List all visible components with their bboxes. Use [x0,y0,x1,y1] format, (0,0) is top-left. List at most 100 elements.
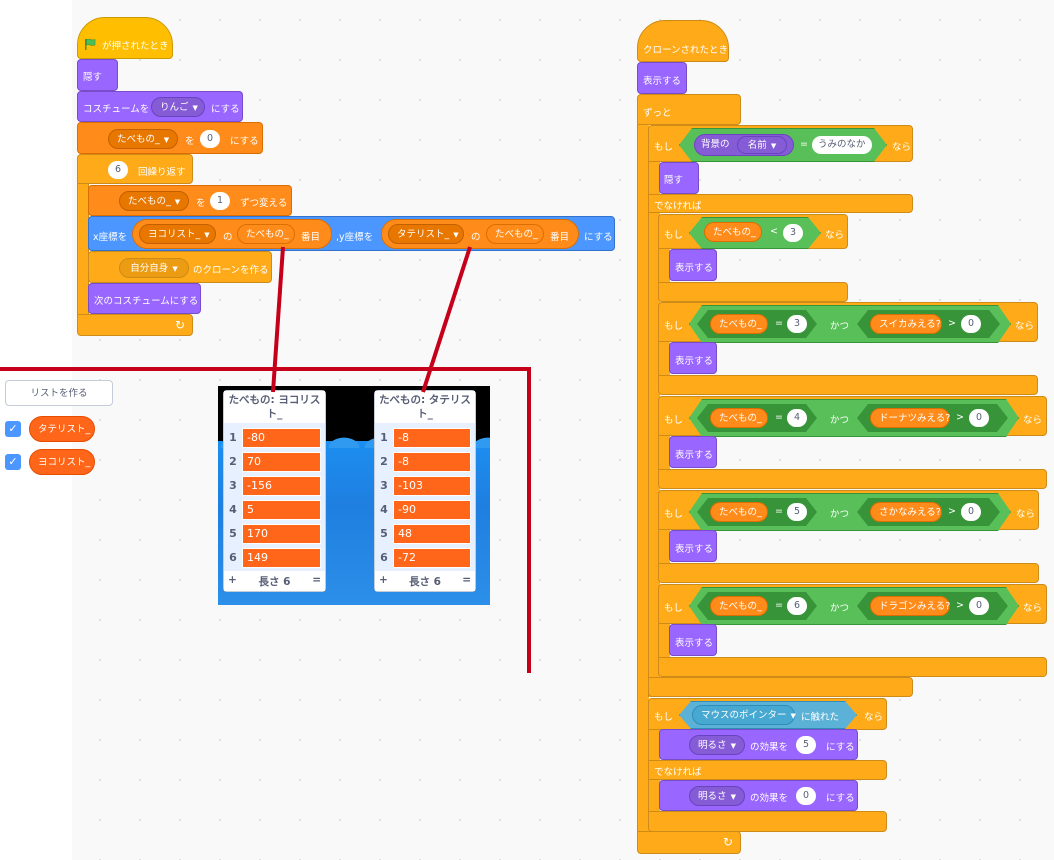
list-item[interactable]: 1-80 [224,426,325,450]
eq-operator[interactable]: たべもの_ = 3 [697,310,817,338]
list-item[interactable]: 3-156 [224,474,325,498]
if-backdrop-block[interactable]: もし 背景の 名前▼ = うみのなか なら [648,125,913,162]
eq-value[interactable]: 3 [787,315,807,333]
backdrop-attr-dropdown[interactable]: 名前▼ [737,136,787,154]
and-operator[interactable]: たべもの_ = 6 かつ ドラゴンみえる? > 0 [689,587,1019,625]
list-checkbox-yoko[interactable]: ✓ [5,454,21,470]
list-item[interactable]: 4-90 [375,498,475,522]
gt-value[interactable]: 0 [961,315,981,333]
list-item-value[interactable]: -80 [242,428,321,448]
hide-block-2[interactable]: 隠す [659,162,699,194]
list-item-value[interactable]: 5 [242,500,321,520]
resize-handle[interactable]: = [462,574,471,586]
sensor-reporter[interactable]: さかなみえる? [870,502,942,522]
forever-block[interactable]: ずっと [637,94,741,125]
gt-value[interactable]: 0 [961,503,981,521]
list-item-value[interactable]: -8 [393,428,471,448]
backdrop-reporter[interactable]: 背景の 名前▼ [694,134,794,156]
make-list-button[interactable]: リストを作る [5,380,113,406]
if-cond4-block[interactable]: もし たべもの_ = 5 かつ さかなみえる? > 0 なら [658,490,1039,530]
effect-dropdown[interactable]: 明るさ▼ [689,786,745,806]
list-item[interactable]: 1-8 [375,426,475,450]
var-reporter-x[interactable]: たべもの_ [237,224,295,244]
equals-operator[interactable]: 背景の 名前▼ = うみのなか [679,128,887,162]
lt-operator[interactable]: たべもの_ < 3 [689,217,821,249]
sensor-reporter[interactable]: ドラゴンみえる? [870,596,950,616]
eq-value[interactable]: 6 [787,597,807,615]
eq-value[interactable]: 5 [787,503,807,521]
show-block-3[interactable]: 表示する [669,436,717,468]
if-cond2-block[interactable]: もし たべもの_ = 3 かつ スイカみえる? > 0 なら [658,302,1038,342]
if-touching-block[interactable]: もし マウスのポインター▼ に触れた なら [648,698,887,730]
eq-operator[interactable]: たべもの_ = 5 [697,498,817,526]
var-reporter[interactable]: たべもの_ [704,222,762,242]
when-cloned-block[interactable]: クローンされたとき [637,20,729,62]
change-variable-block[interactable]: たべもの_▼ を 1 ずつ変える [88,185,292,216]
list-y-dropdown[interactable]: タテリスト_▼ [388,224,464,244]
switch-costume-block[interactable]: コスチュームを りんご▼ にする [77,91,243,122]
if-cond3-block[interactable]: もし たべもの_ = 4 かつ ドーナツみえる? > 0 なら [658,396,1047,436]
list-item-value[interactable]: 170 [242,524,321,544]
var-reporter[interactable]: たべもの_ [710,596,768,616]
eq-operator[interactable]: たべもの_ = 4 [697,404,817,432]
and-operator[interactable]: たべもの_ = 4 かつ ドーナツみえる? > 0 [689,399,1019,437]
and-operator[interactable]: たべもの_ = 5 かつ さかなみえる? > 0 [689,493,1011,531]
var-reporter[interactable]: たべもの_ [710,314,768,334]
when-flag-clicked-block[interactable]: が押されたとき [77,17,173,59]
gt-operator[interactable]: スイカみえる? > 0 [857,310,1000,338]
list-checkbox-tate[interactable]: ✓ [5,421,21,437]
list-item-value[interactable]: 149 [242,548,321,568]
list-item-value[interactable]: 70 [242,452,321,472]
effect-value[interactable]: 0 [796,787,816,805]
set-var-value[interactable]: 0 [200,130,220,148]
item-of-list-x[interactable]: ヨコリスト_▼ の たべもの_ 番目 [132,219,332,249]
touching-dropdown[interactable]: マウスのポインター▼ [692,705,795,725]
show-block[interactable]: 表示する [637,62,687,94]
list-item[interactable]: 2-8 [375,450,475,474]
clone-dropdown[interactable]: 自分自身▼ [119,258,189,278]
hide-block[interactable]: 隠す [77,59,118,91]
list-item-value[interactable]: -72 [393,548,471,568]
sensor-reporter[interactable]: ドーナツみえる? [870,408,950,428]
add-item-button[interactable]: + [228,574,237,586]
effect-value[interactable]: 5 [796,736,816,754]
show-block-4[interactable]: 表示する [669,530,717,562]
repeat-block[interactable]: 6 回繰り返す [77,154,193,184]
eq-value[interactable]: 4 [787,409,807,427]
list-item-value[interactable]: 48 [393,524,471,544]
next-costume-block[interactable]: 次のコスチュームにする [88,283,201,314]
list-item-value[interactable]: -103 [393,476,471,496]
eq-operator[interactable]: たべもの_ = 6 [697,592,817,620]
gt-value[interactable]: 0 [969,409,989,427]
list-item[interactable]: 6-72 [375,546,475,570]
change-var-value[interactable]: 1 [210,192,230,210]
costume-dropdown[interactable]: りんご▼ [151,97,205,117]
list-reporter-yoko[interactable]: ヨコリスト_ [29,449,95,475]
list-item[interactable]: 3-103 [375,474,475,498]
set-var-dropdown[interactable]: たべもの_▼ [108,129,178,149]
resize-handle[interactable]: = [312,574,321,586]
go-to-xy-block[interactable]: x座標を ヨコリスト_▼ の たべもの_ 番目 ,y座標を タテリスト_▼ の … [88,216,615,251]
add-item-button[interactable]: + [379,574,388,586]
item-of-list-y[interactable]: タテリスト_▼ の たべもの_ 番目 [381,219,579,249]
show-block-5[interactable]: 表示する [669,624,717,656]
list-item-value[interactable]: -8 [393,452,471,472]
create-clone-block[interactable]: 自分自身▼ のクローンを作る [88,251,272,283]
gt-operator[interactable]: さかなみえる? > 0 [857,498,1000,526]
gt-operator[interactable]: ドーナツみえる? > 0 [857,404,1008,432]
list-item-value[interactable]: -90 [393,500,471,520]
gt-value[interactable]: 0 [969,597,989,615]
show-block-1[interactable]: 表示する [669,249,717,281]
change-var-dropdown[interactable]: たべもの_▼ [119,191,189,211]
lt-value[interactable]: 3 [783,224,803,242]
set-effect-block-1[interactable]: 明るさ▼ の効果を 5 にする [659,729,858,760]
var-reporter-y[interactable]: たべもの_ [486,224,544,244]
touching-sensor[interactable]: マウスのポインター▼ に触れた [679,701,857,729]
set-variable-block[interactable]: たべもの_▼ を 0 にする [77,122,263,154]
list-x-dropdown[interactable]: ヨコリスト_▼ [139,224,216,244]
if-var-lt-block[interactable]: もし たべもの_ < 3 なら [658,214,848,249]
repeat-count[interactable]: 6 [108,161,128,179]
